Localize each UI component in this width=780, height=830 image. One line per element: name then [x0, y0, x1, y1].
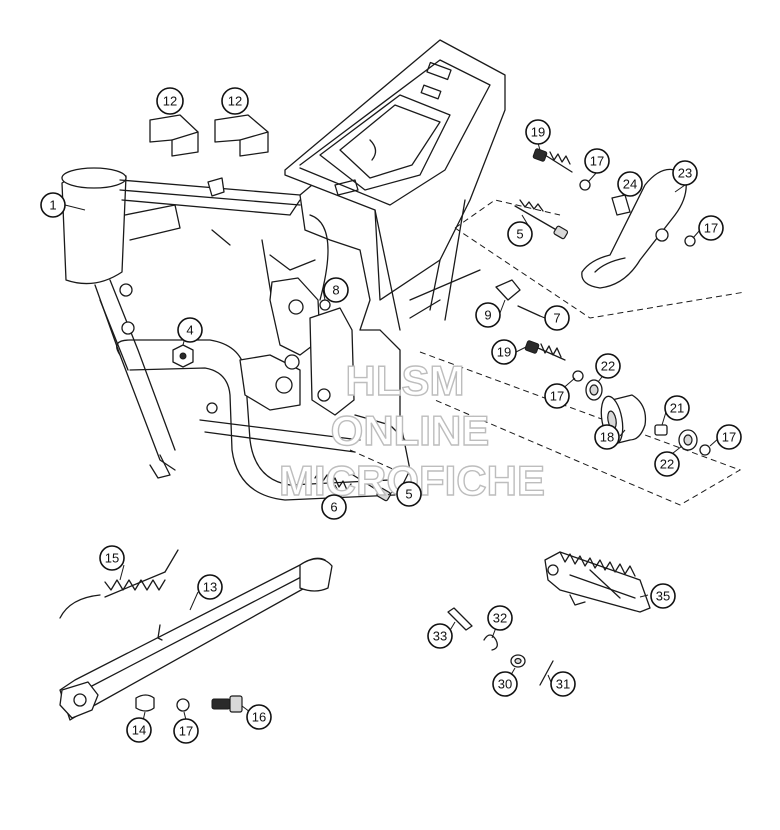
frame-assembly [61, 39, 506, 501]
callout-c22b: 22 [654, 451, 680, 477]
callout-label: 31 [556, 677, 570, 692]
callout-c8: 8 [323, 277, 349, 303]
callout-c18: 18 [594, 424, 620, 450]
callout-c31: 31 [550, 671, 576, 697]
callout-c22a: 22 [595, 353, 621, 379]
callout-c12b: 12 [221, 87, 249, 115]
callout-c35: 35 [650, 583, 676, 609]
watermark-line-2: ONLINE [331, 407, 490, 454]
callout-c30: 30 [492, 671, 518, 697]
callout-label: 5 [516, 227, 523, 242]
callout-c6: 6 [321, 494, 347, 520]
dashed-assembly-lines [349, 199, 746, 506]
callout-c19a: 19 [525, 119, 551, 145]
callout-label: 14 [132, 723, 146, 738]
callout-c7: 7 [544, 305, 570, 331]
callout-label: 17 [704, 221, 718, 236]
callout-label: 22 [660, 457, 674, 472]
callout-label: 18 [600, 430, 614, 445]
callout-c1: 1 [40, 192, 66, 218]
callout-label: 15 [105, 551, 119, 566]
callout-label: 16 [252, 710, 266, 725]
callout-c4: 4 [177, 317, 203, 343]
callout-label: 22 [601, 359, 615, 374]
callout-c17a: 17 [584, 148, 610, 174]
callout-label: 5 [405, 487, 412, 502]
callout-c32: 32 [487, 605, 513, 631]
callout-c17e: 17 [173, 718, 199, 744]
callout-label: 17 [179, 724, 193, 739]
callout-label: 24 [623, 177, 637, 192]
callout-c12a: 12 [156, 87, 184, 115]
callout-label: 23 [678, 166, 692, 181]
small-parts [149, 114, 711, 712]
callout-c15: 15 [99, 545, 125, 571]
watermark-line-1: HLSM [346, 357, 465, 404]
watermark: HLSM ONLINE MICROFICHE [278, 356, 545, 504]
callout-label: 33 [433, 629, 447, 644]
callout-label: 8 [332, 283, 339, 298]
callout-label: 30 [498, 677, 512, 692]
callout-label: 17 [550, 389, 564, 404]
callout-label: 35 [656, 589, 670, 604]
callout-label: 19 [497, 345, 511, 360]
callout-c17b: 17 [698, 215, 724, 241]
callout-label: 4 [186, 323, 193, 338]
callout-label: 12 [163, 94, 177, 109]
callout-c21: 21 [664, 395, 690, 421]
callout-c24: 24 [617, 171, 643, 197]
callout-c5b: 5 [396, 481, 422, 507]
callout-c19b: 19 [491, 339, 517, 365]
leader-lines [64, 142, 720, 726]
callout-label: 13 [203, 580, 217, 595]
callout-c9: 9 [475, 302, 501, 328]
callout-label: 21 [670, 401, 684, 416]
callout-c14: 14 [126, 717, 152, 743]
callout-label: 17 [722, 430, 736, 445]
callout-label: 1 [49, 198, 56, 213]
callout-label: 7 [553, 311, 560, 326]
callout-c17d: 17 [716, 424, 742, 450]
callout-c5a: 5 [507, 221, 533, 247]
callout-c33: 33 [427, 623, 453, 649]
callout-c23: 23 [672, 160, 698, 186]
side-stand-group [59, 549, 333, 721]
callout-label: 17 [590, 154, 604, 169]
callout-label: 12 [228, 94, 242, 109]
callout-c13: 13 [197, 574, 223, 600]
callout-label: 6 [330, 500, 337, 515]
callout-c17c: 17 [544, 383, 570, 409]
footrest-group [447, 551, 651, 686]
callout-c16: 16 [246, 704, 272, 730]
callout-label: 32 [493, 611, 507, 626]
callout-label: 9 [484, 308, 491, 323]
callout-label: 19 [531, 125, 545, 140]
